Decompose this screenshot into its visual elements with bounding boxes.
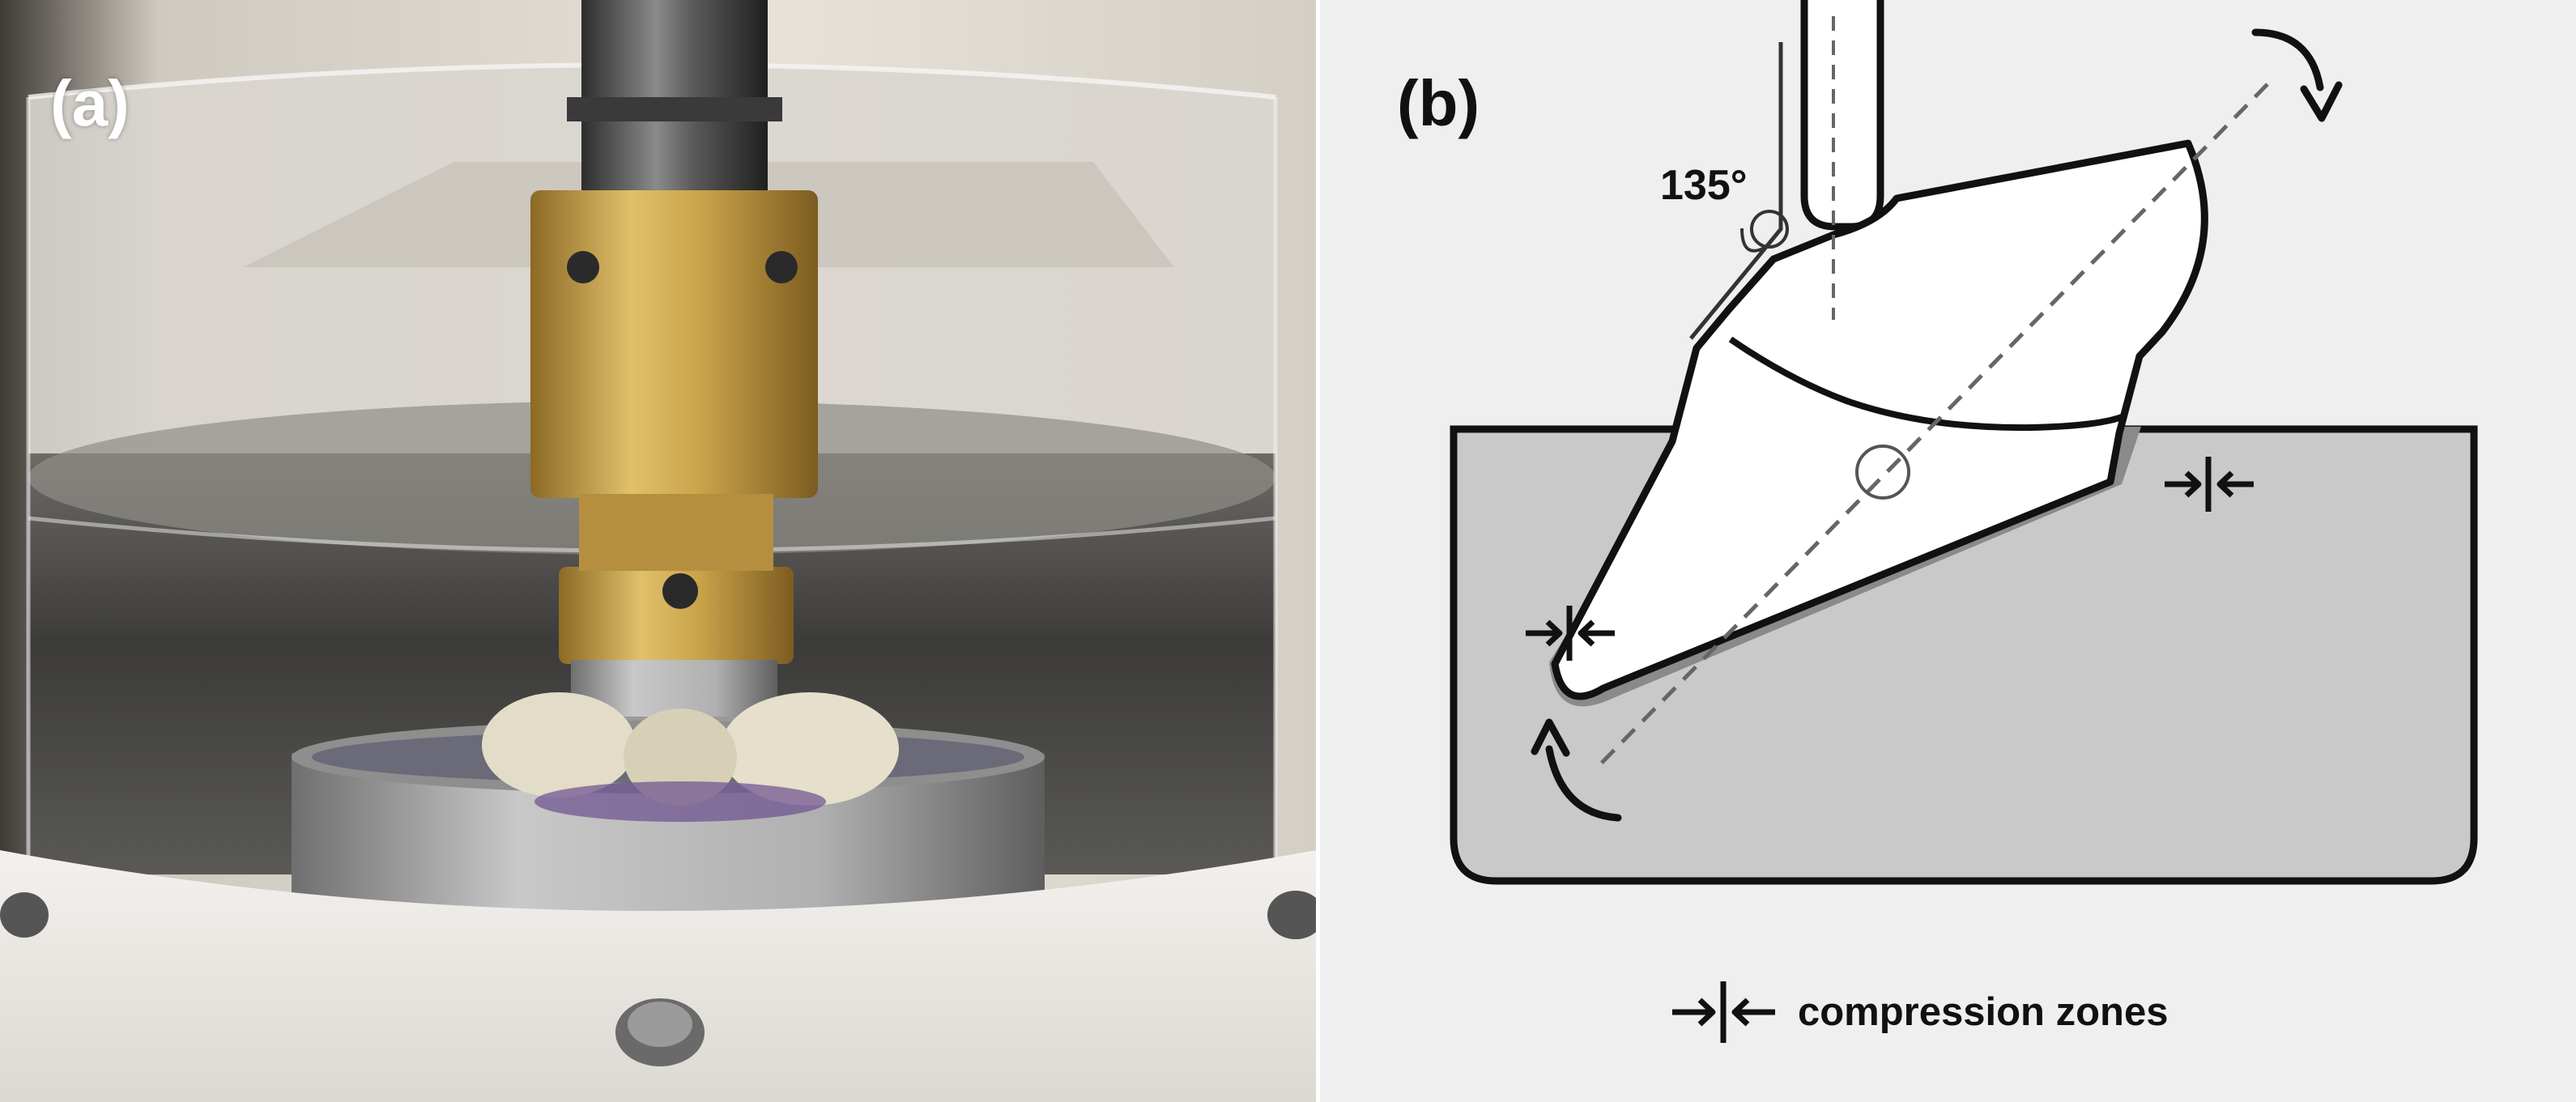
- legend-label: compression zones: [1798, 990, 2169, 1034]
- angle-arc: [1740, 228, 1765, 253]
- center-of-rotation: [1855, 445, 1910, 500]
- tooth: [1551, 139, 2208, 700]
- curved-arrow-icon: [2251, 28, 2343, 122]
- compression-arrows-icon: [1672, 981, 1775, 1043]
- photo-illustration: [0, 0, 1316, 1102]
- diagram-panel: (b) 135° compression zones: [1320, 0, 2576, 1102]
- compression-arrows-icon: [1526, 606, 1615, 661]
- compression-arrows-icon: [2165, 457, 2254, 512]
- tooth-long-axis: [1598, 83, 2269, 767]
- panel-label-a: (a): [50, 67, 130, 139]
- panel-label-b: (b): [1397, 67, 1480, 139]
- cej-line: [1728, 336, 2123, 432]
- loading-diagram: [1450, 0, 2478, 1043]
- curved-arrow-icon: [1531, 718, 1622, 822]
- photo-panel: (a): [0, 0, 1316, 1102]
- angle-label: 135°: [1660, 162, 1748, 209]
- angle-construction-lines: [1689, 42, 1783, 340]
- loading-piston: [1800, 0, 1884, 231]
